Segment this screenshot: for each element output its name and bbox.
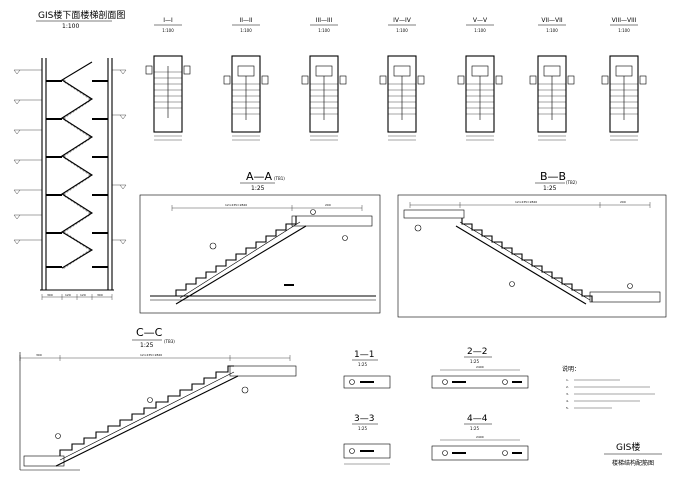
plan-7: VIII—VIII 1:100: [601, 17, 647, 141]
elev-dim-4: 300: [97, 293, 103, 297]
title-block-line2: 楼梯结构配筋图: [612, 459, 654, 467]
section-aa-dim-run: 12×235=2820: [225, 203, 247, 207]
title-block: GIS楼 楼梯结构配筋图: [604, 441, 662, 467]
notes-line-3: 3.: [566, 392, 569, 396]
plan-1-scale: 1:100: [162, 28, 174, 33]
section-aa-slab-underside: [175, 225, 307, 305]
section-bb-top-landing: [403, 209, 465, 219]
plan-6-scale: 1:100: [546, 28, 558, 33]
section-bb-tag: (TB2): [566, 180, 577, 185]
section-cc-dim-run: 12×235=2820: [140, 353, 162, 357]
elevation-bottom-dimension: 300 120 120 300: [41, 293, 113, 300]
section-bb-title: B—B: [540, 170, 566, 183]
plan-5: V—V 1:100: [457, 17, 503, 141]
section-aa-rebar: [179, 221, 301, 299]
elevation-scale: 1:100: [62, 23, 79, 30]
title-block-line1: GIS楼: [616, 441, 640, 453]
notes-heading: 说明：: [562, 365, 580, 373]
plan-2-title: II—II: [239, 17, 252, 24]
elevation-floor-slabs: [46, 80, 108, 268]
plan-7-title: VIII—VIII: [612, 17, 637, 24]
small-section-3: 3—3 1:25: [343, 414, 391, 465]
section-aa-stairs: [175, 216, 297, 296]
section-cc: C—C (TB3) 1:25 300 12×235=2820: [19, 326, 297, 471]
section-aa-dim-end: 200: [325, 203, 331, 207]
section-aa-landing: [291, 215, 373, 227]
section-aa: A—A (TB1) 1:25 12×235=2820 200: [139, 170, 381, 314]
section-cc-slab-underside: [55, 375, 239, 467]
section-cc-top-landing: [229, 365, 297, 377]
small-section-4-title: 4—4: [467, 414, 488, 424]
plan-3: III—III 1:100: [301, 17, 347, 141]
elev-dim-3: 120: [80, 293, 86, 297]
elevation-title: GIS楼下面楼梯剖面图: [38, 9, 125, 21]
section-aa-scale: 1:25: [251, 185, 265, 192]
small-section-2-title: 2—2: [467, 347, 487, 357]
small-section-4-width: 2400: [476, 435, 484, 439]
small-section-1-title: 1—1: [354, 350, 374, 360]
stair-elevation: GIS楼下面楼梯剖面图 1:100: [13, 9, 127, 300]
section-cc-dim-left: 300: [36, 353, 42, 357]
plan-1: I—I 1:100: [145, 17, 191, 141]
small-section-4: 4—4 1:25 2400: [431, 414, 529, 461]
elevation-steps: [62, 79, 92, 269]
plan-6-title: VII—VII: [541, 17, 563, 24]
plan-5-scale: 1:100: [474, 28, 486, 33]
plan-4: IV—IV 1:100: [379, 17, 425, 141]
section-bb: B—B (TB2) 1:25 12×235=2820 200: [397, 170, 667, 318]
plan-3-title: III—III: [316, 17, 333, 24]
plan-2-scale: 1:100: [240, 28, 252, 33]
section-aa-tag: (TB1): [274, 176, 285, 181]
plan-row: I—I 1:100 II—II 1:100 III—III 1:100: [145, 17, 647, 141]
section-cc-tag: (TB3): [164, 339, 175, 344]
small-section-2-width: 2400: [476, 365, 484, 369]
small-section-2: 2—2 1:25 2400: [431, 347, 529, 389]
section-aa-title: A—A: [246, 170, 273, 183]
elev-dim-2: 120: [65, 293, 71, 297]
small-section-1-scale: 1:25: [358, 362, 367, 367]
section-bb-bottom-landing: [589, 291, 661, 303]
section-aa-frame: [139, 194, 381, 314]
elev-dim-1: 300: [47, 293, 53, 297]
small-sections: 1—1 1:25 2—2 1:25 2400 3—3 1:25: [343, 347, 529, 465]
elevation-level-markers: [13, 69, 127, 245]
notes-line-4: 4.: [566, 399, 569, 403]
plan-6: VII—VII 1:100: [529, 17, 575, 141]
notes: 说明： 1. 2. 3. 4. 5.: [562, 365, 655, 410]
notes-line-1: 1.: [566, 378, 569, 382]
section-bb-slab-underside: [455, 225, 587, 305]
section-bb-dim-end: 200: [620, 200, 626, 204]
section-cc-bottom-landing: [23, 455, 65, 467]
plan-2: II—II 1:100: [223, 17, 269, 141]
section-bb-frame: [397, 194, 667, 318]
plan-1-title: I—I: [163, 17, 173, 24]
plan-3-scale: 1:100: [318, 28, 330, 33]
small-section-3-title: 3—3: [354, 414, 374, 424]
section-cc-title: C—C: [136, 326, 163, 339]
small-section-1: 1—1 1:25: [343, 350, 391, 389]
notes-line-2: 2.: [566, 385, 569, 389]
plan-7-scale: 1:100: [618, 28, 630, 33]
small-section-2-scale: 1:25: [470, 359, 479, 364]
plan-5-title: V—V: [473, 17, 488, 24]
plan-4-scale: 1:100: [396, 28, 408, 33]
section-bb-stairs: [461, 218, 593, 302]
section-bb-dim-run: 12×235=2820: [515, 200, 537, 204]
section-cc-stairs: [59, 365, 234, 456]
small-section-3-scale: 1:25: [358, 426, 367, 431]
section-aa-marker: [209, 242, 217, 250]
notes-line-5: 5.: [566, 406, 569, 410]
plan-4-title: IV—IV: [393, 17, 412, 24]
section-cc-scale: 1:25: [140, 342, 154, 349]
section-bb-scale: 1:25: [543, 185, 557, 192]
small-section-4-scale: 1:25: [470, 426, 479, 431]
